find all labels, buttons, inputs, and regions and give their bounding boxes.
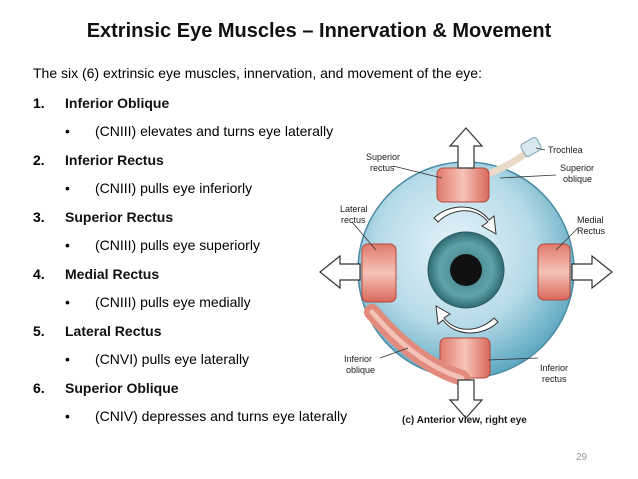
item-description: (CNIII) elevates and turns eye laterally	[95, 123, 334, 139]
rotation-arrow-icon	[433, 206, 497, 235]
list-item: 2. Inferior Rectus	[33, 152, 164, 168]
bullet: •	[65, 123, 70, 139]
list-item-detail: • (CNIII) pulls eye inferiorly	[65, 180, 252, 196]
list-item-detail: • (CNIII) pulls eye superiorly	[65, 237, 260, 253]
item-description: (CNIII) pulls eye inferiorly	[95, 180, 253, 196]
list-item: 1. Inferior Oblique	[33, 95, 169, 111]
label-superior-oblique: oblique	[563, 174, 592, 184]
list-item: 4. Medial Rectus	[33, 266, 159, 282]
label-medial-rectus: Rectus	[577, 226, 606, 236]
label-inferior-oblique: oblique	[346, 365, 375, 375]
list-item: 5. Lateral Rectus	[33, 323, 161, 339]
item-name: Superior Oblique	[65, 380, 179, 396]
label-superior-rectus: Superior	[366, 152, 400, 162]
item-number: 5.	[33, 323, 45, 339]
bullet: •	[65, 351, 70, 367]
leader-line	[392, 165, 443, 179]
leader-line	[535, 147, 546, 151]
label-lateral-rectus: rectus	[341, 215, 366, 225]
label-superior-oblique: Superior	[560, 163, 594, 173]
item-number: 3.	[33, 209, 45, 225]
pupil	[450, 254, 482, 286]
label-lateral-rectus: Lateral	[340, 204, 368, 214]
item-name: Inferior Rectus	[65, 152, 164, 168]
list-item-detail: • (CNIII) pulls eye medially	[65, 294, 251, 310]
bullet: •	[65, 408, 70, 424]
left-arrow-icon	[319, 254, 361, 290]
superior-rectus-muscle	[436, 167, 490, 203]
leader-line	[351, 221, 377, 251]
item-description: (CNVI) pulls eye laterally	[95, 351, 250, 367]
item-name: Inferior Oblique	[65, 95, 170, 111]
item-name: Medial Rectus	[65, 266, 160, 282]
slide-title: Extrinsic Eye Muscles – Innervation & Mo…	[86, 20, 552, 42]
label-medial-rectus: Medial	[577, 215, 604, 225]
medial-rectus-muscle	[537, 243, 571, 301]
list-item-detail: • (CNIII) elevates and turns eye laterall…	[65, 123, 333, 139]
diagram-caption: (c) Anterior view, right eye	[402, 415, 527, 426]
list-item: 3. Superior Rectus	[33, 209, 173, 225]
list-item: 6. Superior Oblique	[33, 380, 179, 396]
lateral-rectus-muscle	[361, 243, 397, 303]
leader-line	[487, 357, 539, 361]
item-number: 4.	[33, 266, 45, 282]
item-number: 6.	[33, 380, 45, 396]
label-trochlea: Trochlea	[548, 145, 583, 155]
list-item-detail: • (CNVI) pulls eye laterally	[65, 351, 249, 367]
item-description: (CNIV) depresses and turns eye laterally	[95, 408, 348, 424]
bullet: •	[65, 294, 70, 310]
label-inferior-rectus: Inferior	[540, 363, 568, 373]
item-description: (CNIII) pulls eye superiorly	[95, 237, 260, 253]
label-inferior-rectus: rectus	[542, 374, 567, 384]
leader-line	[555, 227, 579, 251]
right-arrow-icon	[571, 254, 613, 290]
item-description: (CNIII) pulls eye medially	[95, 294, 251, 310]
rotation-arrow-icon	[435, 305, 499, 334]
leader-line	[379, 347, 409, 359]
list-item-detail: • (CNIV) depresses and turns eye laterall…	[65, 408, 347, 424]
bullet: •	[65, 180, 70, 196]
item-name: Lateral Rectus	[65, 323, 162, 339]
item-number: 2.	[33, 152, 45, 168]
item-name: Superior Rectus	[65, 209, 174, 225]
label-superior-rectus: rectus	[370, 163, 395, 173]
page-number: 29	[576, 452, 588, 463]
up-arrow-icon	[448, 127, 484, 169]
trochlea	[520, 137, 542, 157]
intro-text: The six (6) extrinsic eye muscles, inner…	[33, 65, 482, 81]
down-arrow-icon	[448, 379, 484, 419]
item-number: 1.	[33, 95, 45, 111]
leader-line	[499, 174, 557, 179]
label-inferior-oblique: Inferior	[344, 354, 372, 364]
bullet: •	[65, 237, 70, 253]
